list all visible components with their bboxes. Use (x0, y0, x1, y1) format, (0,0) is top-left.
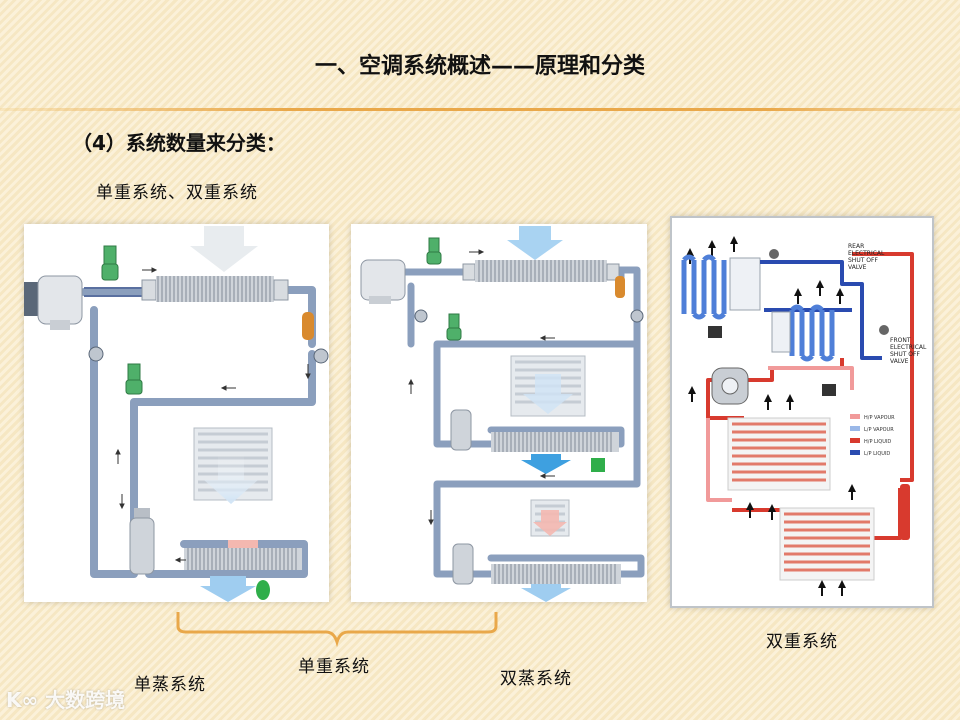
watermark-text: 大数跨境 (45, 688, 126, 712)
page-title: 一、空调系统概述——原理和分类 (314, 54, 645, 79)
legend-label-lp-vapour: L/P VAPOUR (864, 427, 894, 433)
refrigerant-lines (80, 286, 316, 578)
service-valve-middle (446, 313, 462, 341)
service-valve-upper (101, 245, 119, 281)
pressure-legend: H/P VAPOUR L/P VAPOUR H/P LIQUID L/P LIQ… (850, 414, 895, 457)
caption-system-types: 单重系统、双重系统 (96, 183, 258, 203)
legend-swatch-hp-liquid (850, 438, 860, 443)
compressor (711, 367, 749, 405)
flow-arrows (408, 249, 555, 526)
watermark-logo-icon: K∞ (6, 688, 39, 712)
front-valve-label-4: VALVE (890, 358, 909, 365)
single-evaporator-schematic (24, 226, 329, 602)
front-valve-label-2: ELECTRICAL (890, 344, 927, 351)
sight-glass-right (630, 309, 644, 323)
single-evaporator-diagram (24, 224, 329, 602)
sight-glass-left (414, 309, 428, 323)
service-valve-upper (426, 237, 442, 265)
front-valve-label-3: SHUT OFF (890, 351, 920, 358)
dual-system-schematic: REAR ELECTRICAL SHUT OFF VALVE FRONT ELE… (681, 236, 927, 596)
dual-system-diagram: REAR ELECTRICAL SHUT OFF VALVE FRONT ELE… (670, 216, 934, 608)
airflow-arrow-top (190, 226, 258, 272)
legend-swatch-lp-vapour (850, 426, 860, 431)
rear-evaporator-core (530, 499, 570, 537)
flow-arrows (115, 267, 311, 563)
legend-label-hp-liquid: H/P LIQUID (864, 439, 891, 445)
lower-coil (184, 540, 302, 602)
dual-evaporator-schematic (360, 226, 645, 602)
rear-valve-label-2: ELECTRICAL (848, 250, 885, 257)
receiver-drier (302, 312, 314, 340)
front-valve-label-1: FRONT (890, 337, 911, 344)
section-subtitle: （4）系统数量来分类： (72, 131, 286, 155)
sight-glass-left (88, 346, 104, 362)
legend-label-hp-vapour: H/P VAPOUR (864, 415, 895, 421)
front-accumulator (450, 409, 472, 451)
rear-evaporator-coil (681, 254, 761, 320)
accumulator (129, 508, 155, 575)
line-outline (84, 287, 144, 297)
legend-label-lp-liquid: L/P LIQUID (864, 451, 890, 457)
condenser-coil (141, 276, 289, 302)
airflow-arrows-rear (686, 236, 844, 304)
service-valve-middle (125, 363, 143, 395)
condenser-coil-upper (727, 417, 831, 491)
sight-glass-right (313, 348, 329, 364)
rear-valve-label-1: REAR (848, 243, 864, 250)
caption-single-system: 单重系统 (298, 657, 370, 677)
watermark: K∞ 大数跨境 (6, 684, 125, 713)
caption-dual-system: 双重系统 (766, 632, 838, 652)
airflow-arrow-top (507, 226, 563, 260)
title-divider (0, 108, 960, 111)
dual-evaporator-diagram (351, 224, 647, 602)
grouping-brace (176, 612, 498, 648)
legend-swatch-hp-vapour (850, 414, 860, 419)
caption-dual-evaporator: 双蒸系统 (500, 669, 572, 689)
rear-accumulator (452, 543, 474, 585)
front-coil (491, 432, 619, 474)
front-evaporator-coil (771, 304, 835, 362)
compressor (24, 275, 83, 330)
expansion-valves (708, 326, 836, 396)
rear-valve-label-4: VALVE (848, 264, 867, 271)
refrigerant-lines (399, 266, 645, 578)
rear-valve-label-3: SHUT OFF (848, 257, 878, 264)
condenser-coil-lower (779, 507, 875, 581)
rear-coil (491, 564, 621, 602)
airflow-arrows-lower (688, 386, 856, 596)
front-evaporator-core (510, 355, 586, 417)
legend-swatch-lp-liquid (850, 450, 860, 455)
evaporator-core (193, 427, 273, 504)
receiver-drier (615, 276, 625, 298)
front-valve: FRONT ELECTRICAL SHUT OFF VALVE (879, 325, 927, 365)
receiver-drier (900, 484, 910, 540)
compressor (360, 259, 406, 304)
caption-single-evaporator: 单蒸系统 (134, 675, 206, 695)
rear-valve: REAR ELECTRICAL SHUT OFF VALVE (769, 243, 885, 271)
condenser-coil (462, 260, 620, 282)
